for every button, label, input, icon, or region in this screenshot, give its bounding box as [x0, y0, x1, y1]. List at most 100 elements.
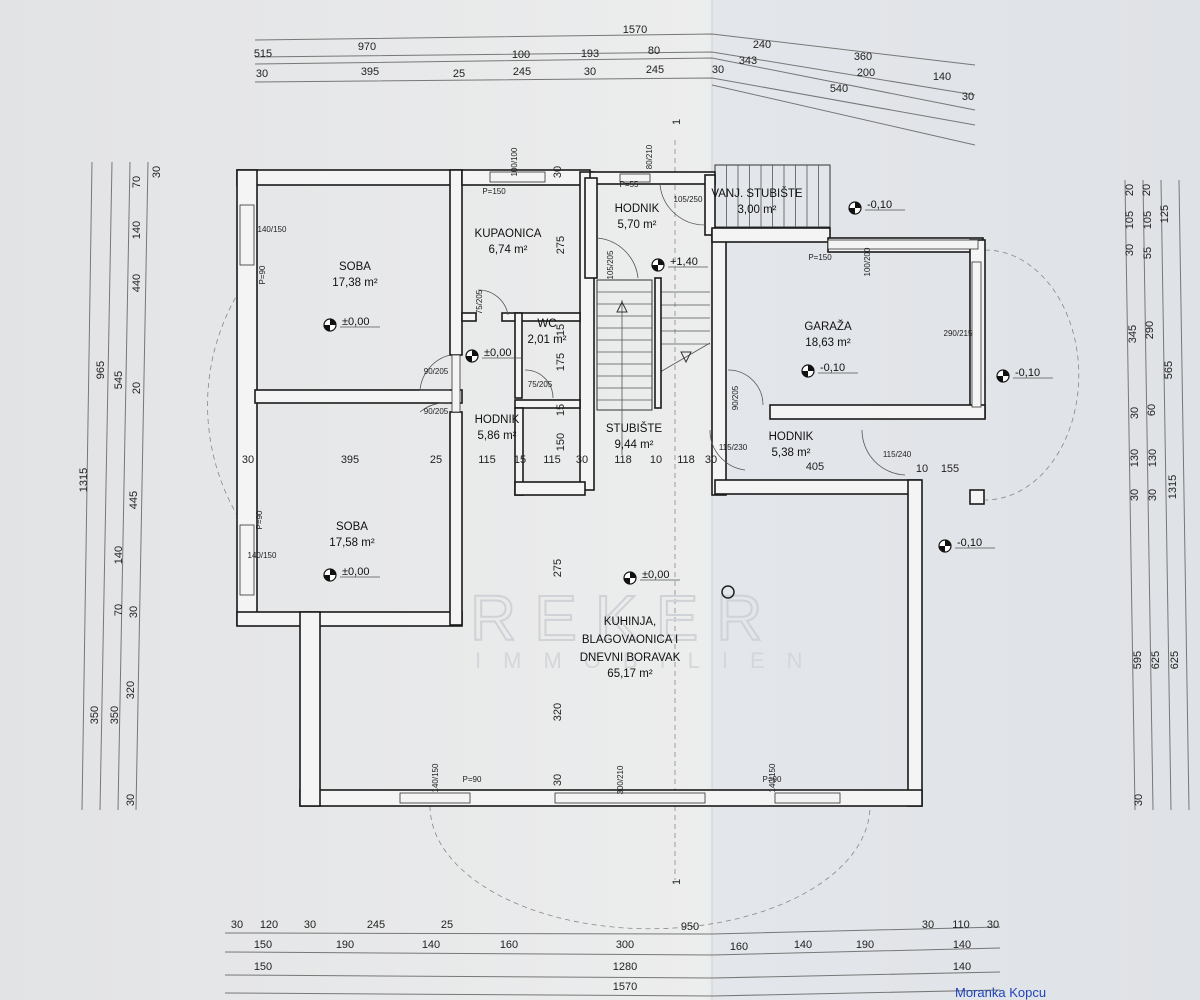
level-value: -0,10 [820, 362, 845, 374]
level-marker: ±0,00 [323, 566, 380, 582]
dimension-label-interior: 175 [555, 353, 567, 371]
dimension-label-left: 440 [131, 274, 143, 292]
level-value: +1,40 [670, 256, 698, 268]
opening-annotation: P=150 [482, 187, 506, 196]
dimension-label-top: 100 [512, 49, 530, 61]
dimension-label-top: 240 [753, 39, 771, 51]
dimension-label-bottom: 160 [500, 939, 518, 951]
dimension-label-top: 193 [581, 48, 599, 60]
opening-annotation: P=90 [763, 775, 782, 784]
dimension-label-left: 350 [109, 706, 121, 724]
opening-annotation: 140/150 [258, 225, 287, 234]
opening-annotation: 290/215 [944, 329, 973, 338]
room-name: WC [537, 318, 556, 330]
room-area: 17,38 m² [332, 277, 378, 289]
dimension-label-bottom: 950 [681, 921, 699, 933]
dimension-label-left: 70 [113, 604, 125, 616]
dimension-label-interior: 320 [552, 703, 564, 721]
room-area: 6,74 m² [489, 244, 528, 256]
room-label: HODNIK 5,70 m² [615, 203, 660, 231]
dimension-label-top: 80 [648, 45, 660, 57]
dimension-label-top: 395 [361, 66, 379, 78]
dimension-label-bottom: 30 [922, 919, 934, 931]
opening-annotation: 100/200 [863, 247, 872, 276]
dimension-label-top: 245 [513, 66, 531, 78]
dimension-label-bottom: 25 [441, 919, 453, 931]
room-name: KUHINJA, [604, 616, 656, 628]
room-area: 5,70 m² [618, 219, 657, 231]
level-marker: -0,10 [938, 537, 995, 553]
level-value: -0,10 [957, 537, 982, 549]
dimension-label-bottom: 140 [422, 939, 440, 951]
room-area: 18,63 m² [805, 337, 851, 349]
dimension-label-top: 30 [712, 64, 724, 76]
dimension-label-interior: 25 [430, 454, 442, 466]
dimension-label-left: 965 [95, 361, 107, 379]
dimension-label-left: 445 [128, 491, 140, 509]
dimension-label-left: 30 [128, 606, 140, 618]
dimension-label-bottom: 300 [616, 939, 634, 951]
level-marker: ±0,00 [623, 569, 680, 585]
section-mark-top: 1 [671, 119, 683, 125]
opening-annotation: 90/205 [424, 407, 449, 416]
dimension-label-left: 20 [131, 382, 143, 394]
opening-annotation: P=90 [258, 265, 267, 284]
opening-annotation: 300/210 [616, 765, 625, 794]
opening-annotations: 140/150P=9090/20590/205P=150100/10075/20… [248, 144, 973, 794]
dimension-label-right: 60 [1146, 404, 1158, 416]
room-name: HODNIK [475, 414, 520, 426]
column-circle [721, 585, 735, 599]
opening-annotation: 100/100 [510, 147, 519, 176]
dimension-label-interior: 15 [555, 324, 567, 336]
room-area: 3,00 m² [738, 204, 777, 216]
dimension-label-right: 345 [1127, 325, 1139, 343]
dimension-label-right: 30 [1124, 244, 1136, 256]
dimension-label-left: 320 [125, 681, 137, 699]
dimension-label-right: 30 [1147, 489, 1159, 501]
opening-annotation: 80/210 [645, 144, 654, 169]
dimension-label-top: 360 [854, 51, 872, 63]
opening-annotation: 115/240 [883, 450, 912, 459]
dimension-label-right: 1315 [1167, 475, 1179, 499]
dimension-label-bottom: 30 [231, 919, 243, 931]
dimension-label-left: 350 [89, 706, 101, 724]
dimension-label-top: 540 [830, 83, 848, 95]
dimension-label-right: 290 [1144, 321, 1156, 339]
dimension-label-left: 140 [131, 221, 143, 239]
level-marker: ±0,00 [465, 347, 522, 363]
dimension-label-interior: 275 [552, 559, 564, 577]
dimension-label-interior: 30 [576, 454, 588, 466]
dimension-label-bottom: 140 [953, 961, 971, 973]
dimension-label-right: 105 [1124, 211, 1136, 229]
level-value: ±0,00 [342, 566, 369, 578]
doors [419, 184, 906, 476]
dimension-label-interior: 115 [543, 454, 561, 466]
dimension-label-interior: 118 [614, 454, 632, 466]
dimension-label-interior: 275 [555, 236, 567, 254]
room-area: 5,38 m² [772, 447, 811, 459]
dimension-label-top: 140 [933, 71, 951, 83]
dimension-label-top: 200 [857, 67, 875, 79]
dimension-label-bottom: 150 [254, 939, 272, 951]
section-mark-bottom: 1 [671, 879, 683, 885]
dimension-label-right: 20 [1124, 184, 1136, 196]
dimension-label-right: 55 [1142, 247, 1154, 259]
room-name: SOBA [336, 521, 368, 533]
dimension-label-right: 565 [1163, 361, 1175, 379]
dimension-label-right: 130 [1147, 449, 1159, 467]
level-markers: ±0,00+1,40-0,10±0,00-0,10-0,10±0,00±0,00… [323, 199, 1053, 585]
dimension-label-top: 30 [584, 66, 596, 78]
dimension-label-left: 1315 [78, 468, 90, 492]
dimension-label-top: 970 [358, 41, 376, 53]
dimension-label-top: 30 [256, 68, 268, 80]
room-name: HODNIK [615, 203, 660, 215]
room-name-line2: BLAGOVAONICA I [582, 634, 678, 646]
dimension-label-right: 130 [1129, 449, 1141, 467]
dimension-label-left: 545 [113, 371, 125, 389]
opening-annotation: P=55 [620, 180, 639, 189]
